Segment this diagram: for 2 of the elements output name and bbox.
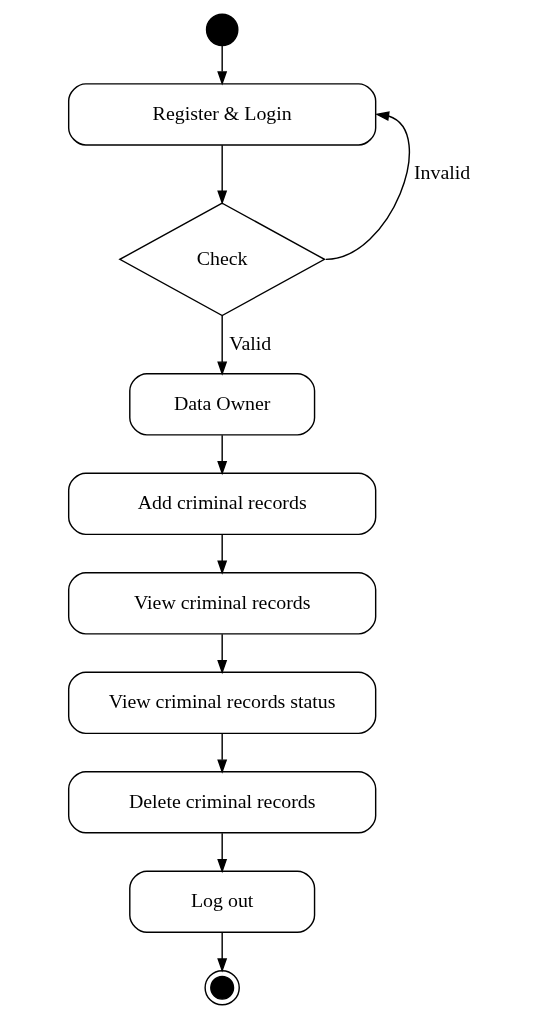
edge-label: Invalid <box>413 161 470 184</box>
edge-label: Valid <box>228 331 271 354</box>
